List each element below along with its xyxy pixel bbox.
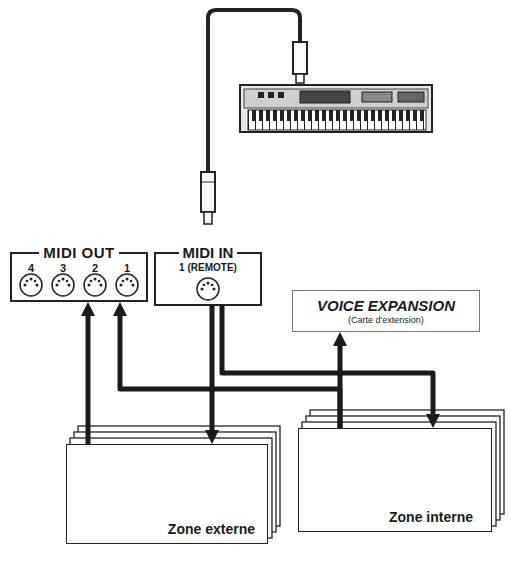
port-label: 1 (REMOTE) — [156, 262, 260, 273]
signal-arrow — [81, 302, 95, 444]
pin-number: 2 — [92, 262, 98, 274]
pin-number: 4 — [28, 262, 34, 274]
signal-arrow — [205, 306, 219, 444]
pin-number: 1 — [124, 262, 130, 274]
expansion-title: VOICE EXPANSION — [317, 297, 455, 314]
pin-number: 3 — [60, 262, 66, 274]
zone-page: Zone externe — [66, 444, 268, 544]
expansion-box: VOICE EXPANSION(Carte d'extension) — [292, 290, 480, 332]
expansion-subtitle: (Carte d'extension) — [348, 315, 424, 325]
zone-title: Zone externe — [168, 521, 255, 537]
zone-page: Zone interne — [298, 428, 492, 532]
port-group-title: MIDI IN — [179, 244, 238, 261]
port-group-title: MIDI OUT — [39, 244, 119, 261]
port-group: MIDI OUT — [10, 252, 148, 302]
signal-arrow — [333, 332, 347, 428]
port-group: MIDI IN1 (REMOTE) — [154, 252, 262, 306]
zone-title: Zone interne — [389, 509, 473, 525]
